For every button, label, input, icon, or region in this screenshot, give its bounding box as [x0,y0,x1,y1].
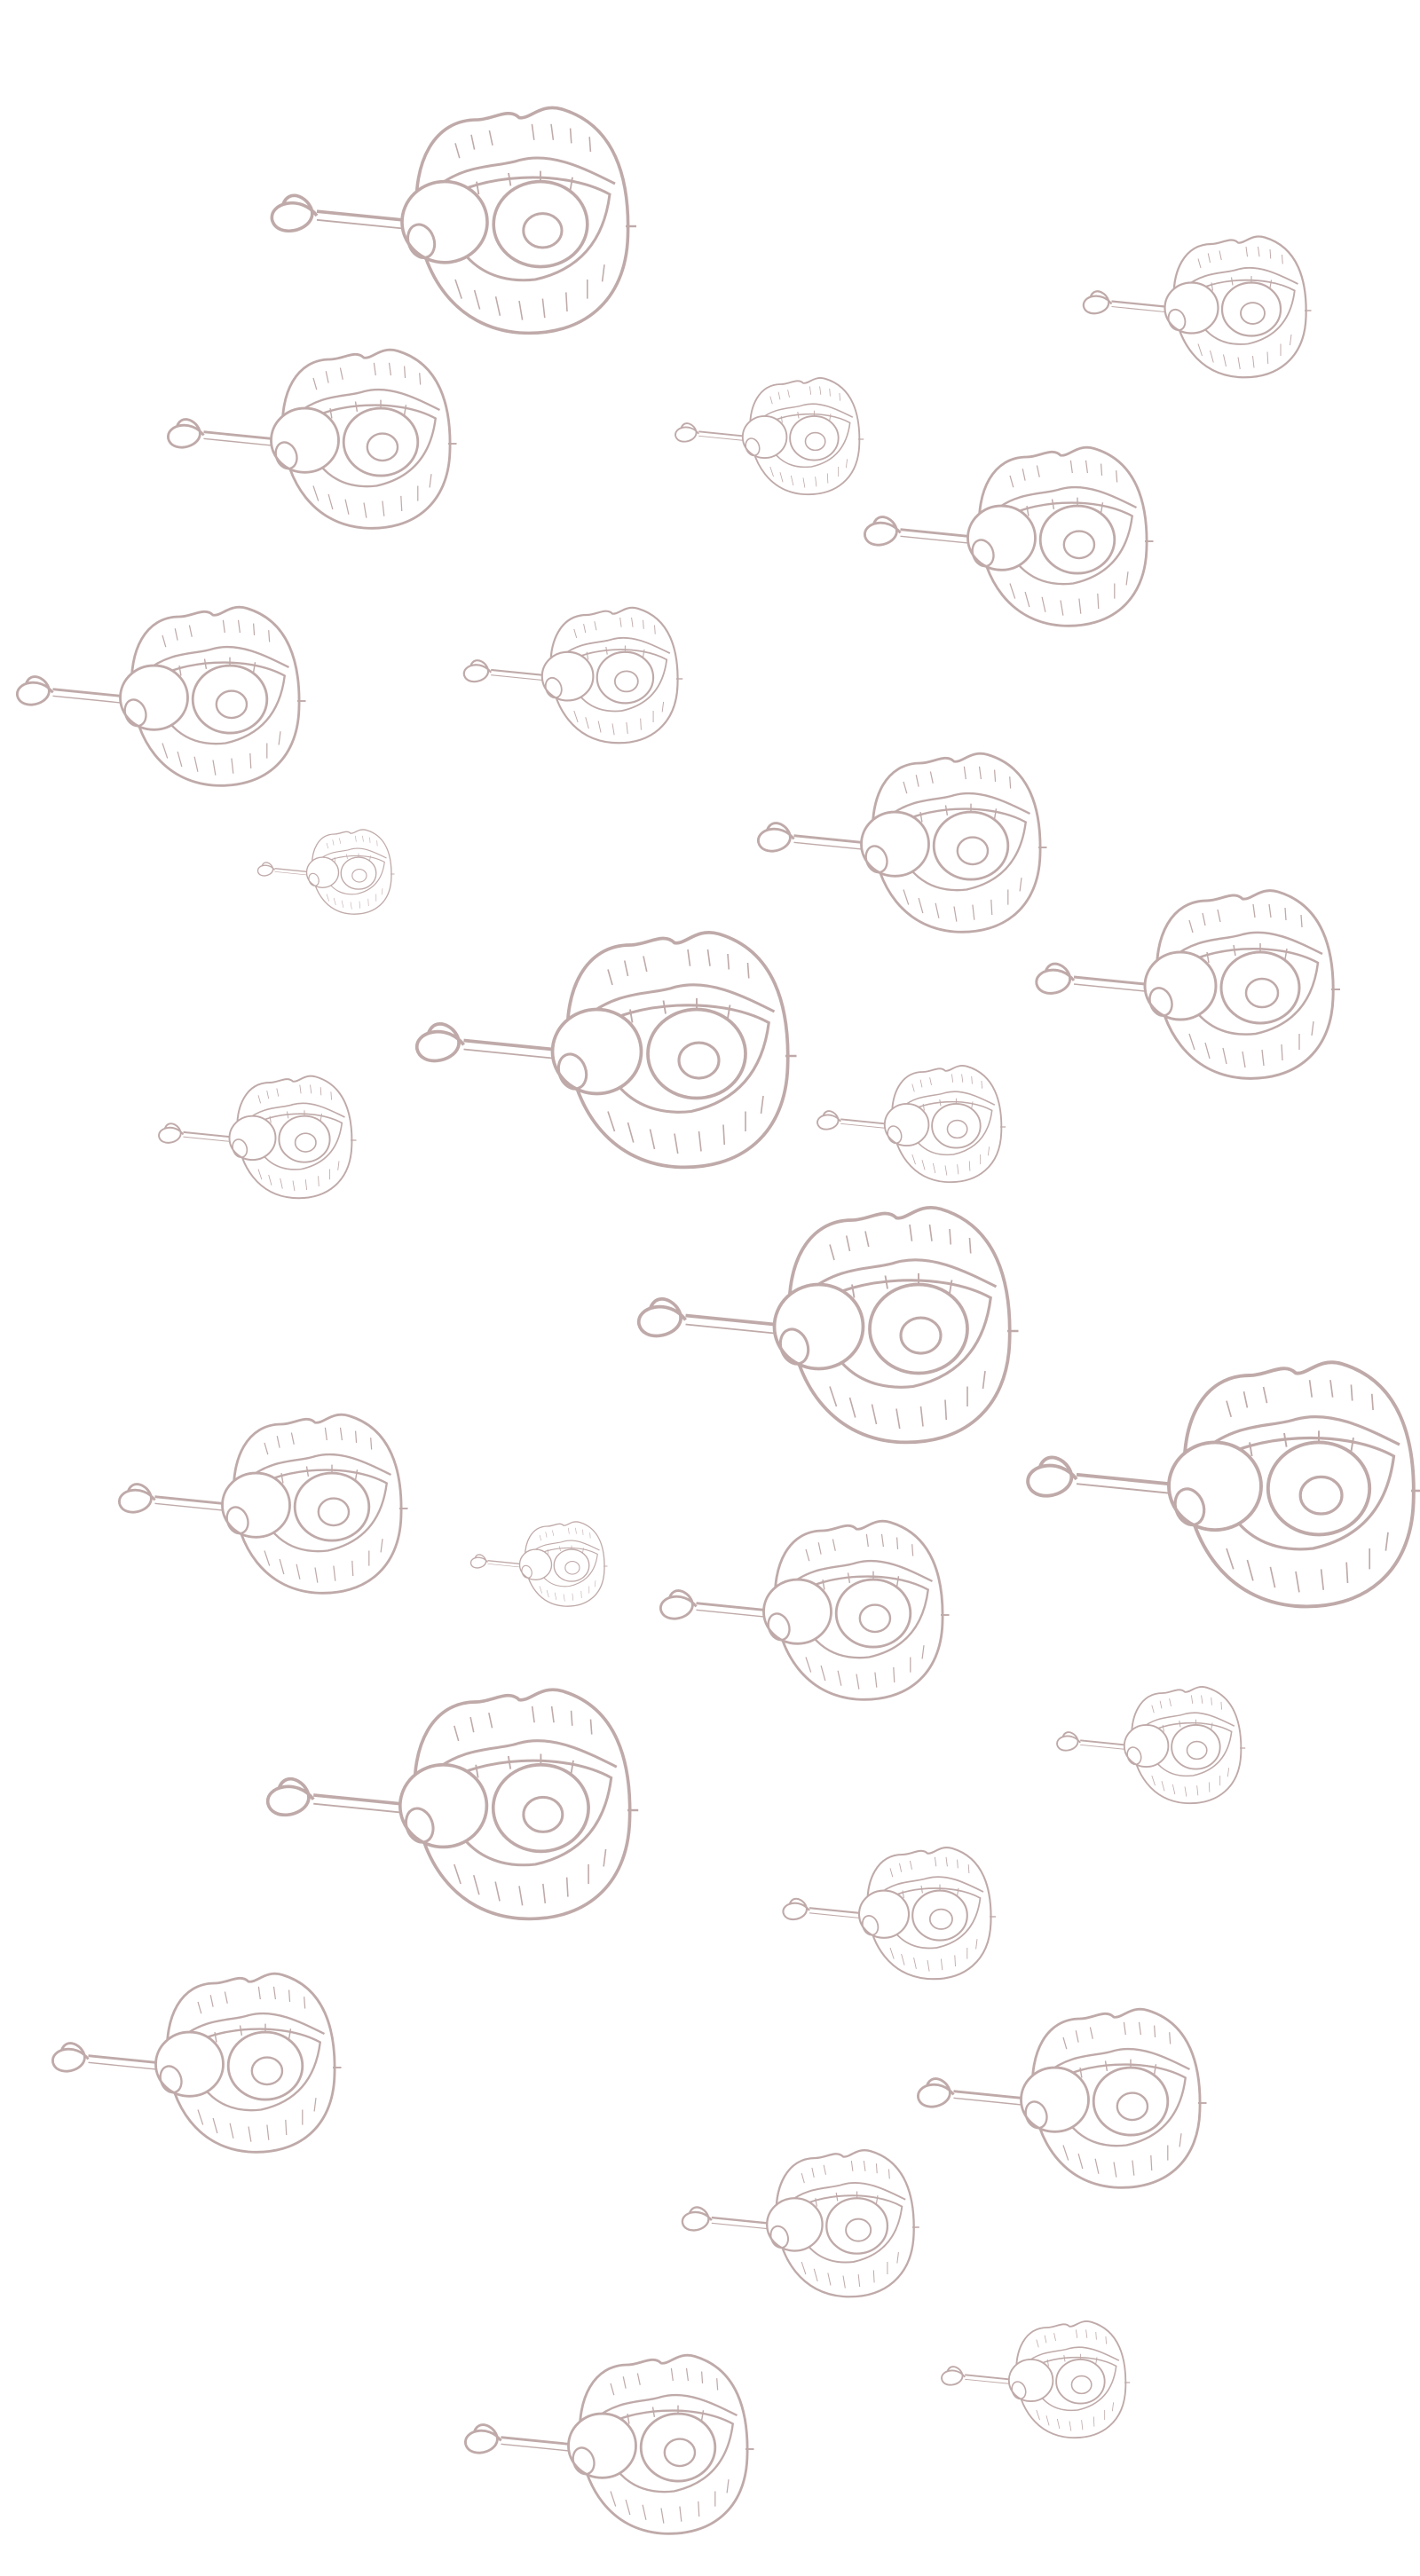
lips-olive-toothpick-icon [166,348,458,530]
lips-olive-toothpick-icon [15,605,307,787]
lips-olive-toothpick-icon [1035,889,1342,1080]
lips-olive-toothpick-icon [462,606,684,744]
lips-olive-toothpick-icon [1056,1686,1247,1805]
lips-olive-toothpick-icon [414,930,799,1170]
lips-olive-toothpick-icon [782,1847,998,1981]
lips-olive-toothpick-icon [1082,235,1313,379]
lips-olive-toothpick-icon [117,1413,409,1595]
lips-olive-toothpick-icon [51,1972,343,2154]
lips-olive-toothpick-icon [463,2353,755,2535]
lips-olive-toothpick-icon [916,2007,1208,2189]
lips-olive-toothpick-icon [756,752,1048,934]
lips-olive-toothpick-icon [270,106,638,335]
lips-olive-toothpick-icon [659,1519,951,1701]
lips-olive-toothpick-icon [674,377,865,496]
lips-olive-toothpick-icon [681,2148,920,2298]
lips-olive-toothpick-icon [256,829,396,915]
lips-olive-toothpick-icon [158,1075,358,1200]
lips-olive-toothpick-icon [1026,1360,1420,1609]
lips-olive-toothpick-icon [941,2320,1132,2439]
lips-olive-toothpick-icon [816,1065,1007,1184]
lips-olive-toothpick-icon [863,445,1155,627]
lips-olive-toothpick-icon [636,1205,1021,1445]
lips-olive-toothpick-icon [469,1521,609,1607]
lips-olive-toothpick-icon [265,1688,641,1921]
